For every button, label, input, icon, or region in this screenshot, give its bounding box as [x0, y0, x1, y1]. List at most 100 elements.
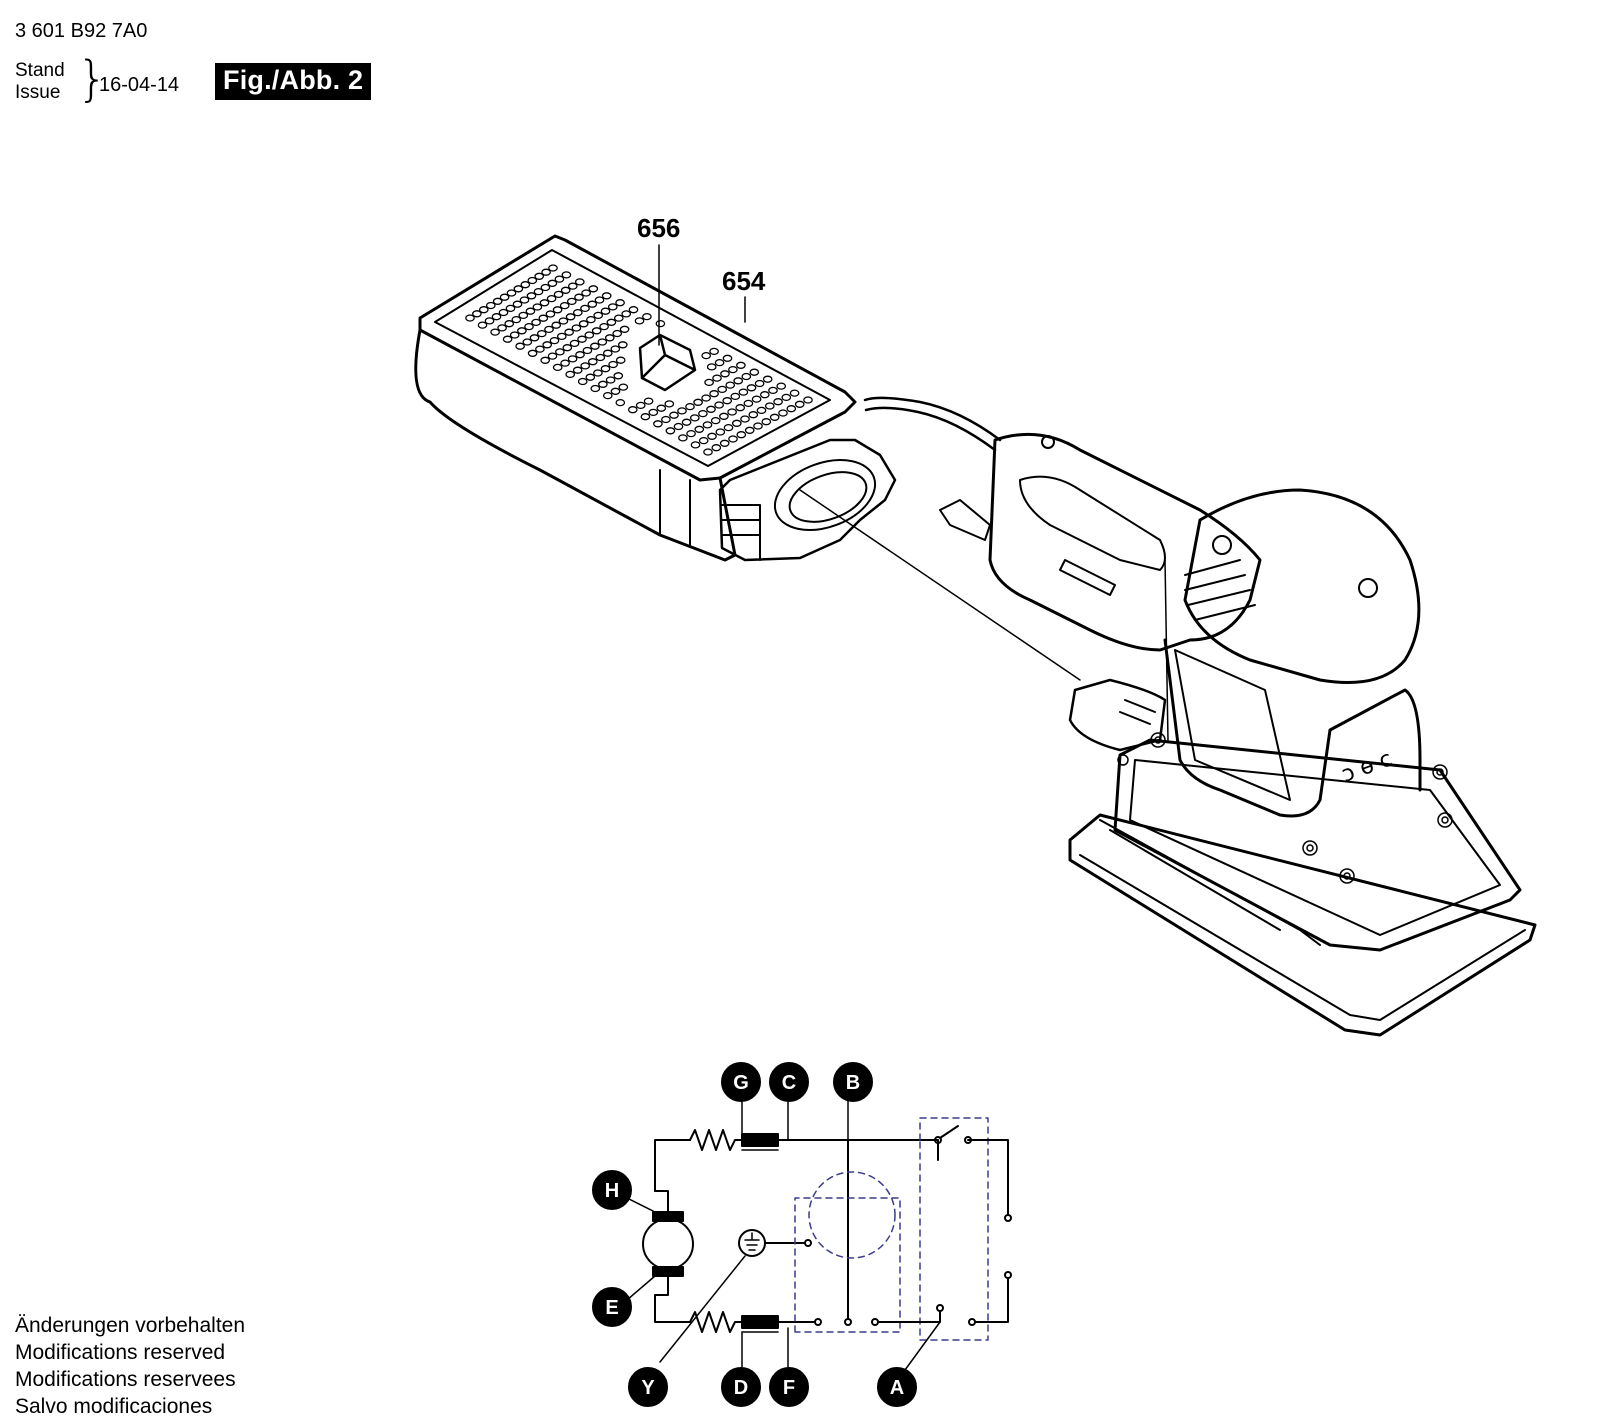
perforation-hole [759, 391, 770, 399]
perforation-hole [561, 271, 572, 279]
perforation-hole [707, 432, 717, 440]
perforation-hole [472, 310, 482, 318]
sander-hole-3 [1041, 435, 1055, 449]
perforation-hole [600, 365, 611, 373]
perforation-hole [712, 374, 722, 382]
figure-label: Fig./Abb. 2 [215, 63, 372, 100]
perforation-hole [719, 439, 730, 447]
callout-654-label: 654 [722, 266, 766, 296]
svg-text:H: H [605, 1180, 619, 1202]
perforation-hole [694, 425, 705, 433]
perforation-hole [781, 393, 792, 402]
perforation-hole [607, 303, 618, 311]
sander-clamp [1099, 819, 1321, 946]
perforation-hole [720, 370, 730, 378]
perforation-hole [643, 397, 654, 405]
perforation-hole [535, 345, 545, 353]
perforation-hole [717, 385, 728, 394]
perforation-hole [520, 281, 531, 289]
perforation-hole [613, 314, 624, 322]
perforation-hole [597, 338, 608, 346]
perforation-hole [505, 304, 516, 313]
perforation-hole [604, 334, 615, 342]
perforation-hole [584, 331, 595, 339]
perforation-hole [689, 414, 700, 422]
perforation-hole [642, 312, 652, 321]
resistor-bottom [689, 1311, 743, 1333]
motor-brush-top [652, 1211, 684, 1222]
perforation-hole [728, 365, 738, 374]
perforation-hole [526, 292, 537, 300]
sander-dust-chute-ribs [1119, 699, 1156, 725]
sander-body-panel [1174, 649, 1291, 801]
perforation-hole [655, 319, 666, 328]
label-g: G [721, 1062, 761, 1102]
perforation-hole [730, 392, 741, 401]
perforation-hole [618, 383, 629, 391]
dust-box-lid [418, 234, 857, 482]
perforation-hole [736, 361, 746, 369]
perforation-hole [693, 398, 703, 406]
perforation-hole [754, 379, 765, 388]
perforation-hole [558, 317, 569, 325]
perforation-hole [661, 415, 671, 424]
label-d: D [721, 1367, 761, 1407]
perforation-hole [545, 310, 556, 318]
perforation-hole [756, 406, 767, 415]
perforation-hole [497, 324, 507, 332]
perforation-hole [681, 418, 692, 426]
sander-lever [939, 499, 991, 541]
dust-box-body [414, 328, 737, 562]
perforation-hole [778, 409, 788, 417]
perforation-hole [736, 431, 747, 439]
perforation-hole [723, 423, 734, 432]
perforation-hole [551, 321, 562, 329]
perforation-hole [478, 306, 489, 314]
perforation-hole [746, 384, 757, 392]
perforation-hole [546, 294, 557, 303]
perforation-hole [617, 341, 628, 349]
perforation-hole [701, 351, 712, 360]
perforation-hole [602, 349, 613, 357]
perforation-hole [590, 384, 601, 393]
perforation-hole [539, 299, 550, 307]
perforation-hole [706, 405, 716, 413]
perforation-hole [504, 320, 515, 328]
perforation-hole [552, 363, 563, 372]
perforation-hole [591, 327, 602, 335]
stand-label: Stand [15, 60, 65, 81]
perforation-hole [572, 366, 583, 374]
svg-text:G: G [733, 1072, 749, 1094]
notice-en: Modifications reserved [15, 1341, 226, 1364]
perforation-hole [565, 370, 576, 379]
callout-654: 654 [722, 266, 766, 323]
perforation-hole [698, 436, 709, 445]
label-c: C [769, 1062, 809, 1102]
perforation-hole [709, 347, 719, 356]
perforation-hole [733, 377, 744, 385]
perforation-hole [610, 387, 621, 395]
perforation-hole [749, 368, 760, 376]
choke-bottom [741, 1315, 779, 1329]
perforation-hole [527, 349, 538, 357]
perforation-hole [513, 285, 524, 293]
perforation-hole [600, 307, 611, 315]
perforation-hole [517, 327, 527, 335]
perforation-hole [555, 348, 565, 356]
perforation-hole [764, 402, 775, 410]
issue-label: Issue [15, 82, 61, 103]
perforation-hole [698, 409, 708, 418]
perforation-hole [547, 352, 558, 360]
perforation-hole [588, 285, 599, 293]
perforation-hole [728, 435, 738, 443]
perforation-hole [534, 272, 545, 280]
perforation-hole [744, 426, 755, 434]
perforation-hole [710, 416, 721, 425]
perforation-hole [706, 363, 717, 371]
perforation-hole [560, 286, 571, 294]
perforation-hole [615, 398, 626, 407]
perforation-hole [506, 289, 517, 297]
switch-outline-dashed [919, 1117, 989, 1341]
perforation-hole [560, 359, 570, 367]
perforation-hole [714, 401, 724, 409]
